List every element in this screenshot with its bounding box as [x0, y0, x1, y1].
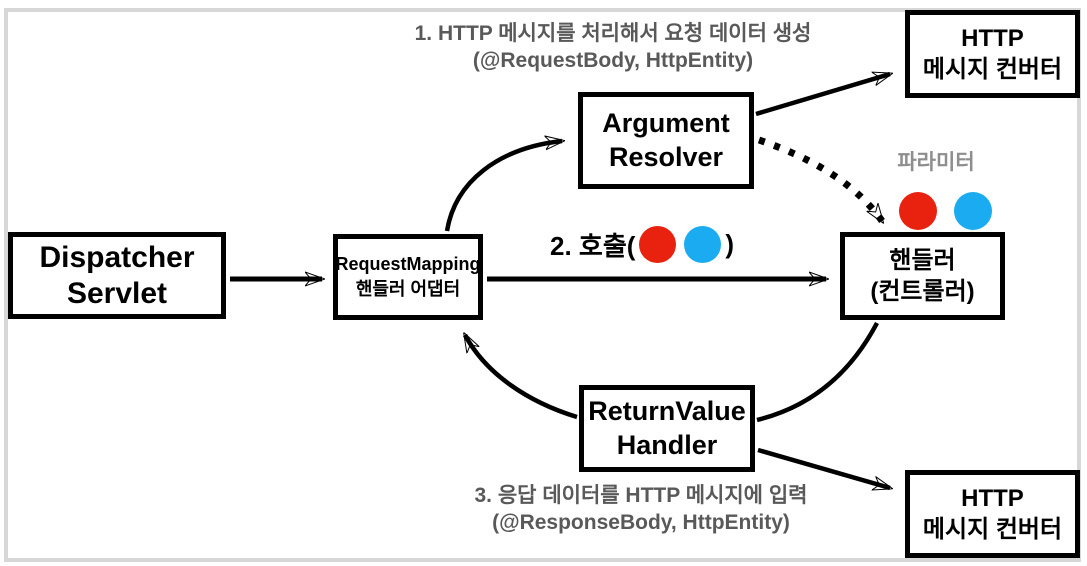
node-label-line: 핸들러: [889, 246, 956, 274]
parameter-label: 파라미터: [897, 151, 975, 174]
node-label-line: ReturnValue: [588, 395, 746, 426]
arrow-adapter-to-argument-resolver: [444, 141, 562, 232]
node-http-message-converter-bottom: HTTP 메시지 컨버터: [905, 470, 1080, 558]
parameter-red-dot: [899, 192, 937, 230]
node-label-line: RequestMapping: [335, 253, 481, 274]
node-label-line: 메시지 컨버터: [922, 516, 1063, 543]
line-handler-to-returnvalue-handler: [756, 321, 879, 423]
node-argument-resolver: Argument Resolver: [578, 92, 754, 189]
parameter-blue-dot: [954, 192, 992, 230]
node-label-line: HTTP: [961, 24, 1024, 52]
annotation-step2-suffix: ): [725, 229, 735, 259]
arrow-returnvalue-handler-to-adapter: [465, 335, 578, 420]
node-label-line: Resolver: [608, 141, 724, 172]
annotation-step3: 3. 응답 데이터를 HTTP 메시지에 입력 (@ResponseBody, …: [391, 482, 891, 537]
node-label-line: 핸들러 어댑터: [355, 279, 461, 299]
node-label-line: HTTP: [961, 484, 1024, 512]
node-label-line: 메시지 컨버터: [922, 56, 1063, 83]
annotation-step3-line2: (@ResponseBody, HttpEntity): [492, 511, 790, 535]
node-label-line: Dispatcher: [39, 240, 195, 274]
call-blue-param-dot: [684, 226, 722, 263]
annotation-step2-prefix: 2. 호출(: [550, 231, 636, 261]
annotation-step1-line1: 1. HTTP 메시지를 처리해서 요청 데이터 생성: [414, 22, 812, 45]
diagram-frame: [4, 8, 1081, 562]
node-label-line: Handler: [616, 429, 718, 460]
node-dispatcher-servlet: Dispatcher Servlet: [8, 232, 226, 319]
annotation-step1: 1. HTTP 메시지를 처리해서 요청 데이터 생성 (@RequestBod…: [363, 20, 863, 75]
node-http-message-converter-top: HTTP 메시지 컨버터: [905, 10, 1080, 98]
node-returnvalue-handler: ReturnValue Handler: [579, 385, 755, 472]
annotation-step2-call: 2. 호출( ): [550, 226, 734, 263]
node-label-line: (컨트롤러): [870, 278, 975, 305]
call-red-param-dot: [639, 226, 677, 263]
node-requestmapping-handler-adapter: RequestMapping 핸들러 어댑터: [333, 234, 483, 320]
arrow-returnvalue-handler-to-http-converter-bottom: [757, 447, 890, 488]
annotation-step1-line2: (@RequestBody, HttpEntity): [472, 49, 754, 73]
node-handler-controller: 핸들러 (컨트롤러): [840, 232, 1005, 320]
annotation-step3-line1: 3. 응답 데이터를 HTTP 메시지에 입력: [474, 484, 808, 507]
arrow-argument-resolver-to-http-converter-top: [755, 74, 890, 117]
arrow-argument-resolver-to-handler-dashed: [757, 136, 885, 221]
node-label-line: Argument: [602, 107, 730, 138]
node-label-line: Servlet: [66, 276, 168, 310]
